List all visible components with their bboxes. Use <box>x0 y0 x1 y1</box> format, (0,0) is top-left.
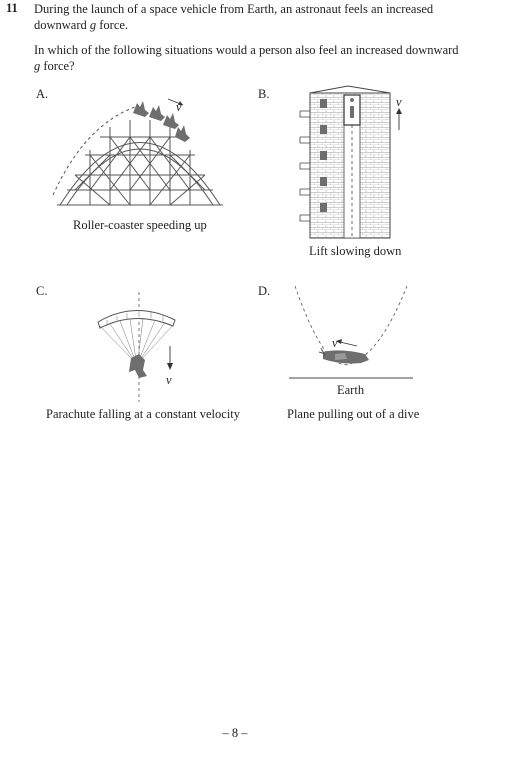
option-b-lift-building-figure <box>299 85 391 239</box>
question-stem: During the launch of a space vehicle fro… <box>34 1 460 33</box>
stem-line-2-post: force. <box>96 18 129 32</box>
prompt-line-2-post: force? <box>40 59 75 73</box>
option-a-caption: Roller-coaster speeding up <box>73 218 207 232</box>
option-a-rollercoaster-figure <box>52 98 223 206</box>
option-d-velocity-label: v <box>332 336 338 350</box>
stem-line-2-pre: downward <box>34 18 90 32</box>
option-d-letter[interactable]: D. <box>258 284 271 298</box>
stem-g-symbol: g <box>89 18 97 32</box>
option-a-letter[interactable]: A. <box>36 87 49 101</box>
option-c-velocity-down-arrow-icon <box>167 346 173 370</box>
prompt-line-1: In which of the following situations wou… <box>34 43 459 57</box>
option-b-velocity-label: v <box>396 95 402 109</box>
option-d-plane-dive-figure <box>289 285 413 379</box>
option-b-velocity-up-arrow-icon <box>396 108 402 130</box>
option-d-earth-label: Earth <box>337 383 365 397</box>
option-a-velocity-label: v <box>176 100 182 114</box>
prompt-g-symbol: g <box>34 59 41 73</box>
question-number: 11 <box>6 1 18 15</box>
option-c-letter[interactable]: C. <box>36 284 48 298</box>
option-b-letter[interactable]: B. <box>258 87 270 101</box>
option-c-caption: Parachute falling at a constant velocity <box>46 407 241 421</box>
option-d-caption: Plane pulling out of a dive <box>287 407 420 421</box>
option-c-parachute-figure <box>97 292 176 402</box>
stem-line-1: During the launch of a space vehicle fro… <box>34 2 434 16</box>
option-c-velocity-label: v <box>166 373 172 387</box>
option-b-caption: Lift slowing down <box>309 244 402 258</box>
question-prompt: In which of the following situations wou… <box>34 42 460 74</box>
page-number: – 8 – <box>222 726 248 740</box>
